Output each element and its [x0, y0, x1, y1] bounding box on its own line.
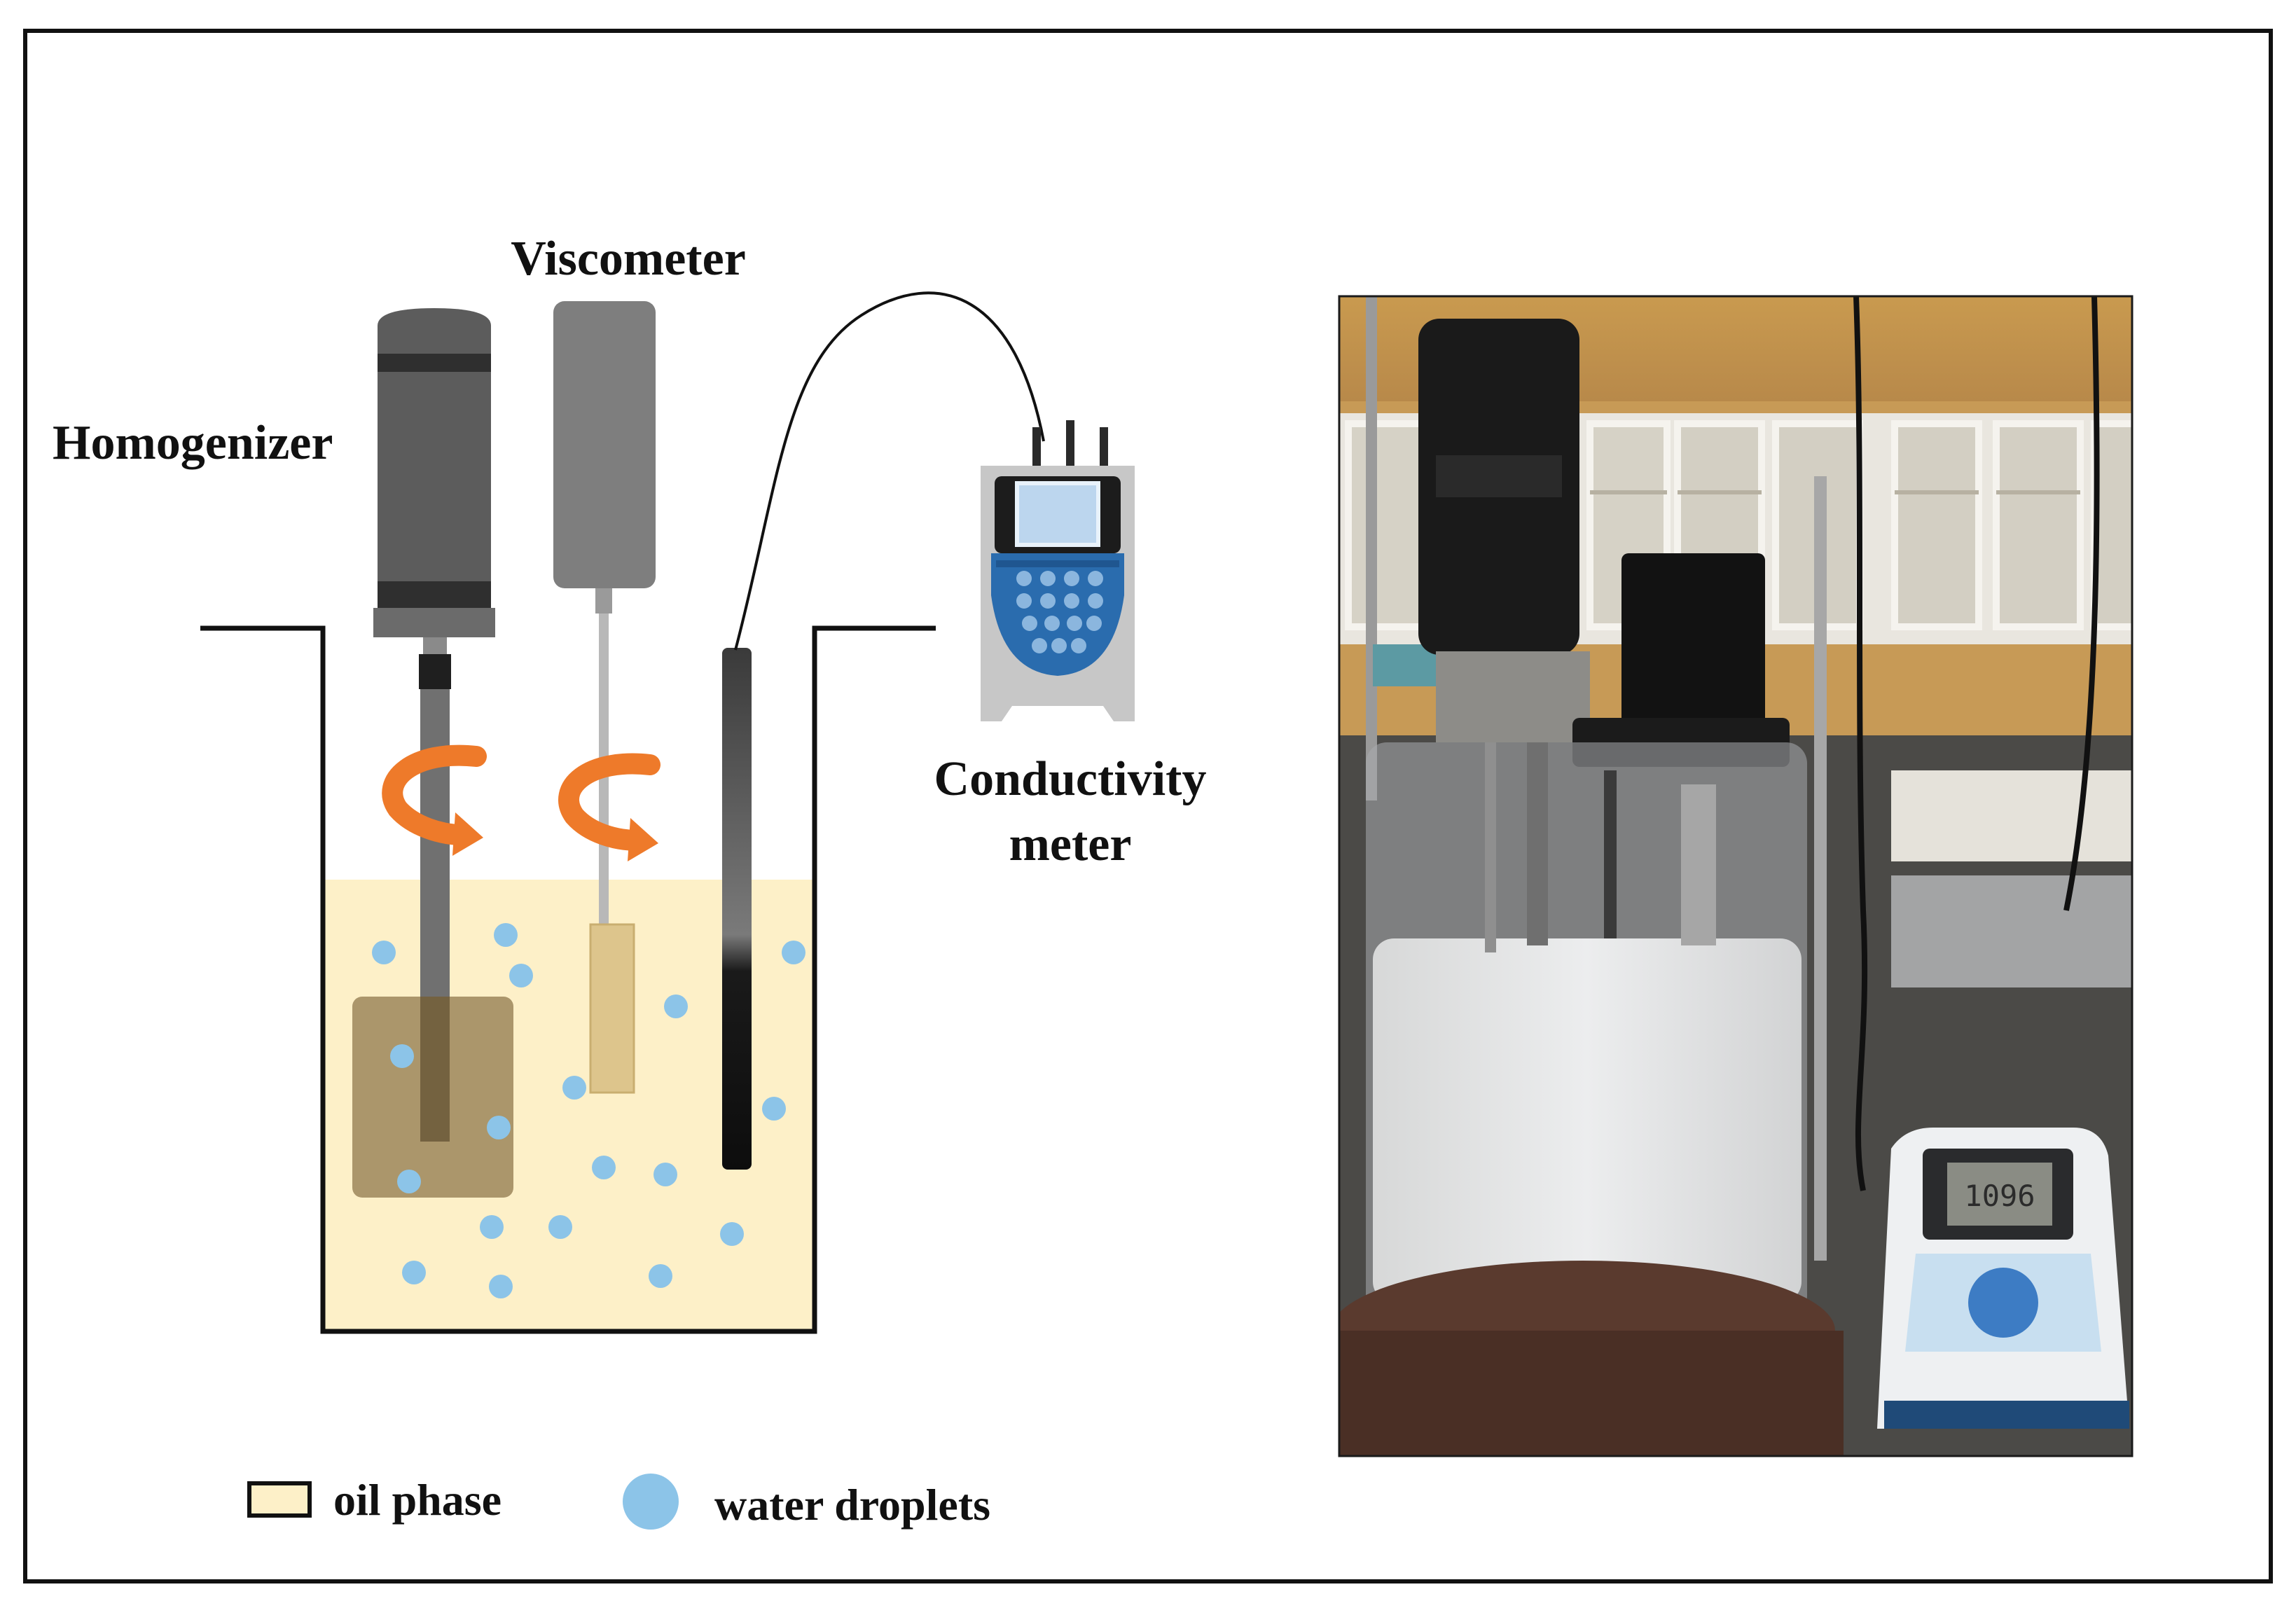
conductivity-probe-icon [722, 648, 752, 1170]
homogenizer-label: Homogenizer [53, 416, 333, 470]
water-droplet [390, 1044, 414, 1068]
water-droplet [720, 1222, 744, 1246]
schematic [200, 291, 1135, 1334]
legend-water-swatch [623, 1474, 679, 1530]
lab-photo: 1096 [1339, 296, 2132, 1456]
viscometer-icon [553, 301, 656, 1094]
probe-cable [734, 291, 1045, 651]
water-droplet [509, 964, 533, 987]
legend-oil-label: oil phase [333, 1475, 502, 1525]
water-droplet [762, 1097, 786, 1121]
water-droplet [562, 1076, 586, 1100]
water-droplet [480, 1215, 504, 1239]
water-droplet [592, 1156, 616, 1179]
legend-oil-swatch [247, 1481, 312, 1518]
water-droplet [653, 1163, 677, 1186]
water-droplet [664, 994, 688, 1018]
legend: oil phase water droplets [247, 1474, 990, 1530]
conductivity-meter-icon [981, 420, 1135, 721]
water-droplet [548, 1215, 572, 1239]
rotation-arrow-icon [558, 753, 661, 861]
photo-border [1338, 295, 2134, 1457]
water-droplet [487, 1116, 511, 1139]
water-droplet [782, 941, 805, 964]
water-droplet [397, 1170, 421, 1193]
container-outline [200, 625, 936, 1334]
legend-water-label: water droplets [714, 1480, 990, 1530]
photo-viscometer [1621, 553, 1765, 742]
water-droplet [494, 923, 518, 947]
conductivity-meter-label-line2: meter [1009, 817, 1132, 871]
water-droplets [372, 923, 805, 1298]
water-droplet [402, 1261, 426, 1284]
water-droplet [649, 1264, 672, 1288]
photo-meter-readout: 1096 [1964, 1179, 2035, 1213]
conductivity-meter-label-line1: Conductivity [934, 752, 1207, 806]
rotation-arrow-icon [382, 744, 487, 856]
water-droplet [489, 1275, 513, 1298]
water-droplet [372, 941, 396, 964]
photo-conductivity-meter: 1096 [1877, 1128, 2129, 1429]
viscometer-label: Viscometer [511, 232, 746, 286]
